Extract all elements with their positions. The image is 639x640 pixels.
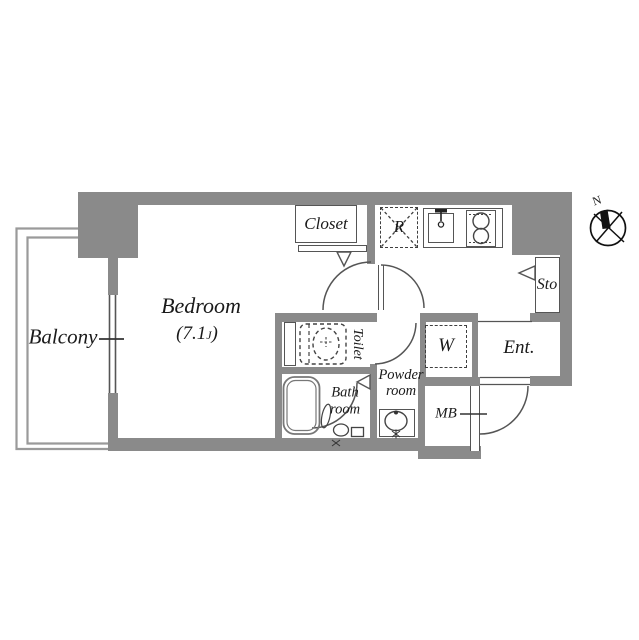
wall-top-right-block bbox=[512, 192, 572, 255]
bedroom-label: Bedroom bbox=[161, 293, 241, 318]
bathtub-icon bbox=[282, 376, 321, 435]
balcony-label: Balcony bbox=[28, 324, 98, 349]
bedroom-size-close: ) bbox=[211, 323, 218, 344]
wall-meterbox-left bbox=[418, 386, 425, 446]
closet-label: Closet bbox=[304, 214, 348, 233]
meter-box-label: MB bbox=[435, 405, 457, 422]
north-needle-icon bbox=[600, 209, 611, 229]
bath-stool-icon bbox=[332, 423, 350, 437]
wall-washer-left bbox=[420, 313, 426, 383]
wall-below-washer bbox=[418, 377, 480, 386]
compass-cross-line bbox=[595, 211, 623, 243]
bathtub-inner-icon bbox=[286, 379, 317, 432]
compass-circle-icon bbox=[589, 209, 627, 247]
kitchen-sink bbox=[428, 213, 454, 243]
wall-sanitary-block-right bbox=[370, 364, 377, 438]
north-label: N bbox=[590, 192, 604, 209]
wall-closet-divider bbox=[367, 205, 375, 264]
bath-counter-icon bbox=[350, 426, 365, 438]
wall-toilet-bath-divider bbox=[282, 367, 370, 374]
bedroom-door-arc bbox=[322, 261, 372, 311]
powder-room-label-line2: room bbox=[385, 383, 417, 399]
powder-door-leaf bbox=[378, 265, 384, 310]
wall-right bbox=[560, 255, 572, 386]
storage-closet-box bbox=[535, 257, 560, 313]
toilet-bowl-icon bbox=[312, 327, 340, 361]
washer-space-label: W bbox=[438, 335, 454, 356]
bedroom-size-unit: J bbox=[206, 328, 212, 342]
wall-top bbox=[78, 192, 572, 205]
entrance-door-leaf bbox=[470, 386, 480, 451]
stove bbox=[466, 210, 496, 247]
powder-door-arc bbox=[380, 264, 425, 309]
wall-meterbox-bottom bbox=[418, 446, 481, 459]
toilet-label: Toilet bbox=[350, 328, 365, 360]
closet-door-mark-icon bbox=[335, 251, 353, 268]
refrigerator-space-box bbox=[380, 207, 418, 248]
wall-above-washer bbox=[426, 313, 478, 322]
bath-room-label-line1: Bath bbox=[331, 384, 359, 401]
entrance-door-arc bbox=[479, 385, 529, 435]
bedroom-size-open: (7.1 bbox=[176, 323, 207, 344]
bedroom-size-label: (7.1J) bbox=[176, 323, 218, 345]
closet-box bbox=[295, 205, 357, 243]
entrance-label: Ent. bbox=[503, 337, 535, 358]
wall-bottom bbox=[108, 438, 418, 451]
wall-below-storage bbox=[530, 313, 562, 322]
wall-washer-entrance-divider bbox=[472, 322, 478, 377]
refrigerator-space-label: R bbox=[393, 217, 405, 236]
wall-top-left-block bbox=[78, 192, 138, 258]
storage-label: Sto bbox=[536, 276, 558, 293]
storage-door-mark-icon bbox=[517, 264, 536, 282]
bath-room-label-line2: room bbox=[329, 401, 361, 417]
powder-room-label-line1: Powder bbox=[378, 367, 424, 384]
powder-sink-box bbox=[379, 409, 415, 437]
toilet-shelf bbox=[284, 322, 296, 366]
wall-window-stub-top bbox=[108, 258, 118, 295]
toilet-door-arc bbox=[374, 322, 417, 365]
washer-space-box bbox=[425, 325, 467, 368]
wall-sanitary-block-left bbox=[275, 322, 282, 438]
wall-window-stub-bottom bbox=[108, 393, 118, 438]
wall-sanitary-block-top bbox=[275, 313, 377, 322]
closet-shelf bbox=[298, 245, 367, 252]
toilet-icon bbox=[299, 323, 347, 365]
wall-entrance-bottom-right bbox=[530, 376, 572, 386]
compass-cross-line bbox=[593, 213, 625, 243]
